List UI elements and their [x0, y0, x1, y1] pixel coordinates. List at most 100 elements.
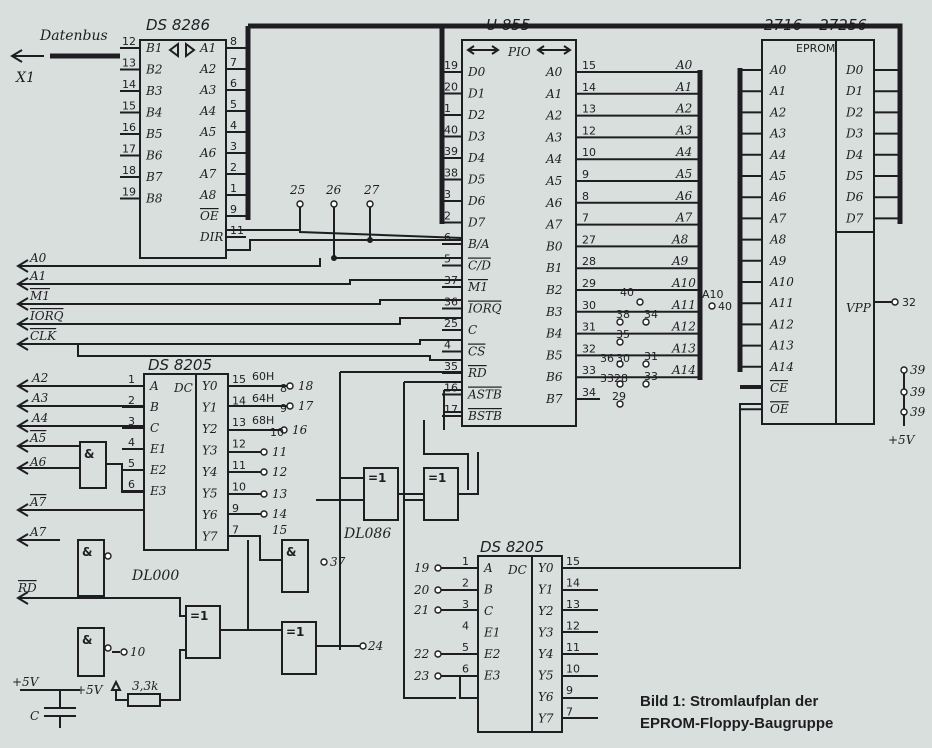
dec-a-r-pin-label-6: Y6 — [202, 508, 218, 522]
ds8286-l-pin-label-2: B3 — [145, 84, 163, 98]
dec-b-l-pin-label-5: E3 — [483, 669, 501, 683]
dec-a-terminals — [260, 382, 294, 518]
dec-a-l-pin-label-3: E1 — [149, 442, 166, 456]
ds8286-r-pin-num-7: 1 — [230, 182, 237, 195]
svg-text:C: C — [30, 709, 39, 723]
ic-ds8205-b-title: DS 8205 — [480, 538, 544, 556]
dec-a-l-pin-num-4: 5 — [128, 457, 135, 470]
eprom-l-pin-label-5: A5 — [769, 169, 786, 183]
dec-b-r-pin-num-0: 15 — [566, 555, 580, 568]
ic-ds8205-a: DS 8205 DC — [143, 356, 229, 551]
dec-b-r-pin-label-7: Y7 — [538, 712, 554, 726]
u855-r-pin-label-13: B5 — [545, 348, 562, 362]
ic-ds8205-a-center: DC — [173, 381, 193, 395]
dec-a-r-pin-label-7: Y7 — [202, 530, 218, 544]
svg-text:29: 29 — [612, 390, 626, 403]
dec-a-r-pin-num-3: 12 — [232, 438, 246, 451]
wire-clk-drop — [77, 344, 462, 361]
svg-text:18: 18 — [298, 379, 314, 393]
svg-text:13: 13 — [272, 487, 288, 501]
dec-b-r-pin-num-4: 11 — [566, 641, 580, 654]
u855-l-pin-label-6: D6 — [467, 194, 486, 208]
dl000-label: DL000 — [131, 568, 179, 584]
u855-r-pin-label-3: A3 — [545, 130, 563, 144]
svg-text:39: 39 — [910, 405, 926, 419]
dec-a-l-pin-label-1: B — [149, 400, 159, 414]
u855-l-pin-num-7: 2 — [444, 210, 451, 223]
eprom-l-pin-label-1: A1 — [769, 84, 786, 98]
wire-dir — [226, 206, 462, 251]
u855-r-pin-label-7: A7 — [545, 218, 563, 232]
terminal-25[interactable] — [296, 200, 304, 208]
u855-l-pin-label-12: C — [468, 323, 477, 337]
sig-a0: A0 — [29, 251, 47, 265]
u855-l-pin-label-8: B/A — [467, 237, 490, 251]
u855-r-pin-num-0: 15 — [582, 59, 596, 72]
terminal-10[interactable] — [120, 648, 128, 656]
dec-a-r-pin-label-5: Y5 — [202, 487, 218, 501]
ds8286-l-pin-label-3: B4 — [145, 106, 162, 120]
svg-text:35: 35 — [616, 328, 630, 341]
svg-text:33: 33 — [600, 372, 614, 385]
sig-a3: A3 — [31, 391, 49, 405]
ds8286-r-pin-label-3: A4 — [199, 104, 216, 118]
u855-l-pin-num-11: 36 — [444, 296, 458, 309]
u855-l-pin-label-2: D2 — [467, 108, 485, 122]
ds8286-l-pin-label-6: B7 — [145, 170, 163, 184]
ds8286-l-pin-num-3: 15 — [122, 100, 136, 113]
net-b-1: A9 — [671, 254, 689, 268]
u855-r-pin-num-1: 14 — [582, 81, 596, 94]
u855-l-pin-num-12: 25 — [444, 317, 458, 330]
eprom-l-pin-label-2: A2 — [769, 105, 786, 119]
u855-r-pin-label-9: B1 — [545, 261, 562, 275]
terminal-26[interactable] — [330, 200, 338, 208]
u855-r-pin-label-15: B7 — [545, 392, 563, 406]
net-a-0: A0 — [675, 58, 693, 72]
u855-l-pin-label-7: D7 — [467, 216, 486, 230]
u855-l-pin-label-4: D4 — [467, 151, 485, 165]
sig-iorq: IORQ — [29, 309, 64, 323]
dec-b-l-pin-num-0: 1 — [462, 555, 469, 568]
u855-r-pin-num-9: 28 — [582, 255, 596, 268]
dec-b-r-pin-label-4: Y4 — [538, 647, 554, 661]
eprom-r-pin-label-0: D0 — [845, 63, 864, 77]
svg-text:+5V: +5V — [12, 675, 40, 689]
eprom-l-pin-label-9: A9 — [769, 254, 787, 268]
dec-a-r-pin-label-0: Y0 — [202, 379, 218, 393]
dec-a-l-pin-num-5: 6 — [128, 478, 135, 491]
dl086-label: DL086 — [343, 526, 391, 542]
net-b-2: A10 — [671, 276, 696, 290]
resistor-3k3 — [127, 693, 161, 707]
eprom-l-pin-label-3: A3 — [769, 127, 787, 141]
rc-network: +5V +5V 3,3k C — [12, 649, 186, 728]
svg-text:38: 38 — [616, 308, 630, 321]
bus-arrows — [16, 259, 29, 351]
eprom-l-pin-label-6: A6 — [769, 190, 787, 204]
eprom-l-pin-label-10: A10 — [769, 275, 794, 289]
dec-a-r-pin-num-5: 10 — [232, 481, 246, 494]
dec-b-l-pin-num-2: 3 — [462, 598, 469, 611]
u855-r-pin-label-2: A2 — [545, 109, 562, 123]
terminal-37[interactable] — [320, 558, 328, 566]
u855-b-terminals — [616, 298, 716, 408]
sig-a7: A7 — [29, 525, 47, 539]
u855-r-pin-label-11: B3 — [545, 305, 563, 319]
xor-gate-2: =1 — [281, 621, 317, 675]
terminal-24[interactable] — [359, 642, 367, 650]
svg-text:=1: =1 — [368, 471, 386, 485]
dec-a-r-pin-num-6: 9 — [232, 502, 239, 515]
dec-b-r-pin-label-0: Y0 — [538, 561, 554, 575]
ds8286-l-pin-label-5: B6 — [145, 149, 163, 163]
svg-text:60H: 60H — [252, 370, 274, 383]
xor-gate-1: =1 — [185, 605, 221, 659]
dec-b-r-pin-num-6: 9 — [566, 684, 573, 697]
dec-a-l-pin-num-3: 4 — [128, 436, 135, 449]
u855-r-pin-num-5: 9 — [582, 168, 589, 181]
terminal-32[interactable] — [891, 298, 899, 306]
svg-text:12: 12 — [272, 465, 287, 479]
svg-text:30: 30 — [616, 352, 630, 365]
u855-l-pin-label-16: BSTB — [467, 409, 502, 423]
terminal-27[interactable] — [366, 200, 374, 208]
ic-ds8205-b: DS 8205 DC — [477, 538, 563, 733]
